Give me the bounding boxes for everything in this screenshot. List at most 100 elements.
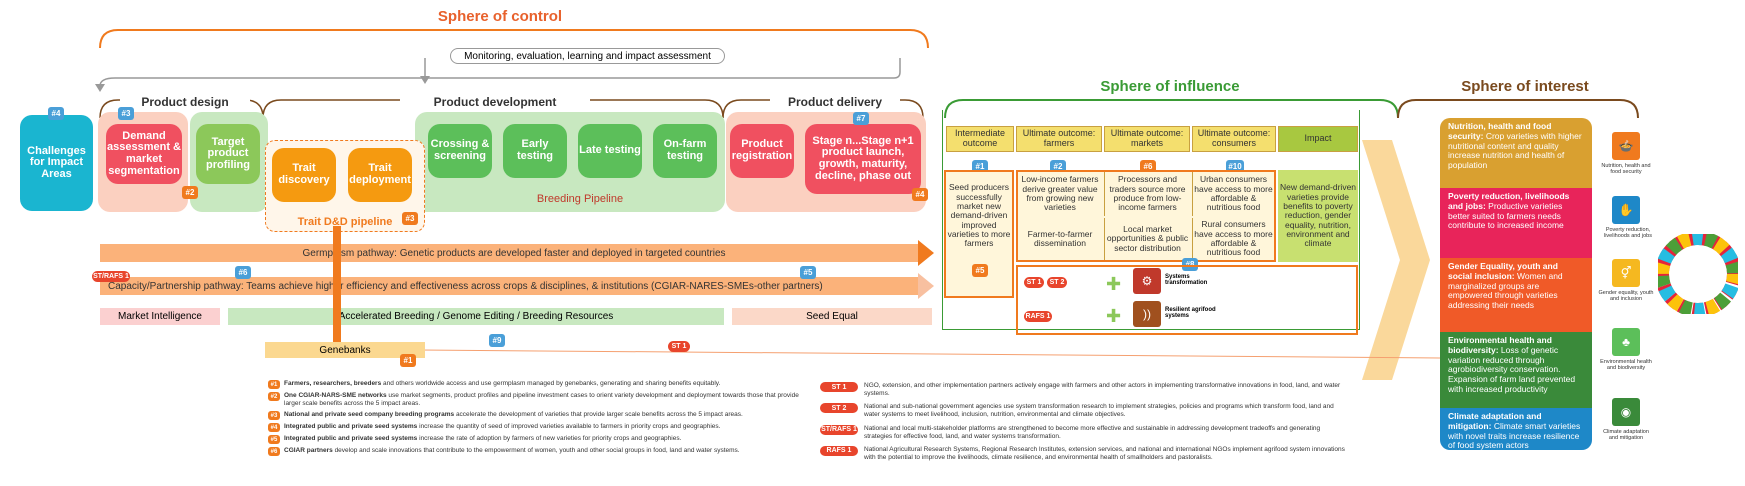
- legend-right-text-2: National and sub-national government age…: [864, 403, 1334, 419]
- interest-environment-text: Loss of genetic variation reduced throug…: [1448, 344, 1576, 394]
- legend-right-text-1: NGO, extension, and other implementation…: [864, 382, 1341, 398]
- hdr-farmers: Ultimate outcome: farmers: [1016, 126, 1102, 152]
- hdr-markets: Ultimate outcome: markets: [1104, 126, 1190, 152]
- sdg-wheel-icon: [1658, 234, 1738, 314]
- target-box: Target product profiling: [196, 124, 260, 184]
- consumers-outcome-2: Rural consumers have access to more affo…: [1192, 218, 1274, 260]
- interest-gender-text: Women and marginalized groups are empowe…: [1448, 270, 1563, 311]
- legend-text-6: develop and scale innovations that contr…: [332, 447, 740, 455]
- sphere-of-influence-title: Sphere of influence: [1100, 78, 1240, 95]
- sdg-label-poverty: Poverty reduction, livelihoods and jobs: [1603, 227, 1652, 240]
- trait-pipeline-label: Trait D&D pipeline: [297, 216, 393, 228]
- breeding-pipeline-label: Breeding Pipeline: [536, 193, 624, 205]
- stage-box: Stage n...Stage n+1 product launch, grow…: [805, 124, 921, 194]
- legend-right: ST 1 NGO, extension, and other implementa…: [820, 382, 1350, 467]
- late-testing-box: Late testing: [578, 124, 642, 178]
- sdg-label-environment: Environmental health and biodiversity: [1600, 359, 1652, 372]
- interest-poverty: Poverty reduction, livelihoods and jobs:…: [1440, 188, 1592, 258]
- systems-icon: ⚙: [1133, 268, 1161, 294]
- consumers-outcome-1: Urban consumers have access to more affo…: [1192, 172, 1274, 216]
- legend-item-3: #3 National and private seed company bree…: [268, 411, 808, 421]
- legend-bold-6: CGIAR partners: [284, 447, 333, 455]
- germplasm-arrowhead: [918, 240, 934, 266]
- accelerated-breeding: Accelerated Breeding / Genome Editing / …: [228, 308, 724, 325]
- interest-nutrition-title: Nutrition, health and food security:: [1448, 121, 1552, 141]
- legend-text-5: increase the rate of adoption by farmers…: [417, 435, 682, 443]
- product-development-title: Product development: [400, 95, 590, 109]
- plus-icon-1: ✚: [1106, 274, 1122, 294]
- farmers-outcome-1: Low-income farmers derive greater value …: [1021, 174, 1099, 213]
- sdg-label-gender: Gender equality, youth and inclusion: [1598, 290, 1654, 303]
- hdr-intermediate: Intermediate outcome: [946, 126, 1014, 152]
- product-delivery-title: Product delivery: [770, 95, 900, 109]
- systems-frame: [1016, 265, 1358, 335]
- interest-climate-title: Climate adaptation and mitigation:: [1448, 411, 1542, 431]
- badge-2-design: #2: [182, 186, 198, 199]
- badge-3-design: #3: [118, 107, 134, 120]
- capacity-pathway: Capacity/Partnership pathway: Teams achi…: [100, 277, 920, 295]
- legend-right-badge-1: ST 1: [820, 382, 858, 392]
- capacity-arrowhead: [918, 273, 934, 299]
- farmers-outcome-2: Farmer-to-farmer dissemination: [1027, 228, 1093, 248]
- badge-6: #6: [235, 266, 251, 279]
- crossing-box: Crossing & screening: [428, 124, 492, 178]
- germplasm-pathway: Germplasm pathway: Genetic products are …: [100, 244, 920, 262]
- onfarm-testing-box: On-farm testing: [653, 124, 717, 178]
- intermediate-outcome: Seed producers successfully market new d…: [947, 182, 1011, 249]
- badge-9: #9: [489, 334, 505, 347]
- interest-gender-title: Gender Equality, youth and social inclus…: [1448, 261, 1558, 281]
- legend-badge-6: #6: [268, 447, 280, 457]
- badge-5-table: #5: [972, 264, 988, 277]
- badge-5-pathway: #5: [800, 266, 816, 279]
- legend-bold-4: Integrated public and private seed syste…: [284, 423, 418, 431]
- nutrition-icon: 🍲: [1612, 132, 1640, 160]
- legend-right-text-4: National Agricultural Research Systems, …: [864, 445, 1345, 461]
- badge-3-trait: #3: [402, 212, 418, 225]
- legend-badge-5: #5: [268, 435, 280, 445]
- systems-label: Systems transformation: [1165, 274, 1208, 286]
- legend-bold-3: National and private seed company breedi…: [284, 411, 455, 419]
- legend-text-1: and others worldwide access and use germ…: [381, 380, 721, 387]
- seed-equal: Seed Equal: [732, 308, 932, 325]
- badge-rafs: RAFS 1: [1024, 311, 1052, 322]
- interest-nutrition-text: Crop varieties with higher nutritional c…: [1448, 130, 1582, 171]
- legend-text-4: increase the quantity of seed of improve…: [417, 423, 721, 431]
- legend-badge-1: #1: [268, 380, 280, 389]
- badge-8: #8: [1182, 258, 1198, 271]
- badge-st1-line: ST 1: [668, 341, 690, 352]
- interest-climate: Climate adaptation and mitigation: Clima…: [1440, 408, 1592, 450]
- impact-outcome: New demand-driven varieties provide bene…: [1278, 170, 1358, 262]
- poverty-icon: ✋: [1612, 196, 1640, 224]
- sdg-label-climate: Climate adaptation and mitigation: [1603, 429, 1649, 442]
- influence-frame: [942, 110, 1360, 330]
- monitoring-label: Monitoring, evaluation, learning and imp…: [450, 48, 725, 64]
- outcomes-frame: [1016, 170, 1276, 262]
- challenges-box: Challenges for Impact Areas: [20, 115, 93, 211]
- climate-icon: ◉: [1612, 398, 1640, 426]
- trait-discovery-box: Trait discovery: [272, 148, 336, 202]
- hdr-consumers: Ultimate outcome: consumers: [1192, 126, 1276, 152]
- badge-1-genebank: #1: [400, 354, 416, 367]
- sphere-of-control-title: Sphere of control: [437, 8, 563, 25]
- badge-st-rafs: ST/RAFS 1: [92, 271, 130, 282]
- legend-bold-5: Integrated public and private seed syste…: [284, 435, 418, 443]
- legend-bold-2: One CGIAR-NARS-SME networks: [284, 392, 387, 399]
- interest-poverty-text: Productive varieties better suited to fa…: [1448, 200, 1564, 231]
- legend-badge-3: #3: [268, 411, 280, 421]
- plus-icon-2: ✚: [1106, 306, 1122, 326]
- legend-badge-4: #4: [268, 423, 280, 433]
- interest-nutrition: Nutrition, health and food security: Cro…: [1440, 118, 1592, 188]
- market-intelligence: Market Intelligence: [100, 308, 220, 325]
- badge-1-table: #1: [972, 160, 988, 173]
- legend-text-3: accelerate the development of varieties …: [454, 411, 743, 419]
- resilient-label: Resilient agrifood systems: [1165, 307, 1216, 319]
- legend-right-item-1: ST 1 NGO, extension, and other implementa…: [820, 382, 1350, 398]
- interest-climate-text: Climate smart varieties with novel trait…: [1448, 420, 1581, 450]
- legend-right-badge-3: ST/RAFS 1: [820, 424, 858, 435]
- markets-outcome-2: Local market opportunities & public sect…: [1104, 218, 1190, 260]
